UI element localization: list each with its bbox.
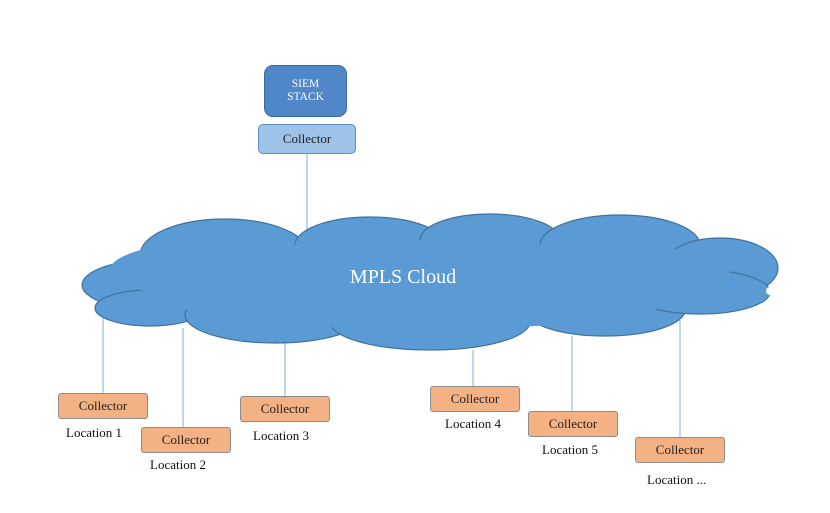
central-collector-label: Collector xyxy=(282,131,332,146)
site-6-collector-box: Collector xyxy=(635,437,725,463)
site-2-collector-label: Collector xyxy=(161,432,211,447)
site-4-collector-box: Collector xyxy=(430,386,520,412)
site-5-location-label: Location 5 xyxy=(542,442,598,457)
site-6-location-label: Location ... xyxy=(647,472,707,487)
site-2-collector-box: Collector xyxy=(141,427,231,453)
site-5-collector-box: Collector xyxy=(528,411,618,437)
siem-stack-box: SIEM STACK xyxy=(264,65,347,117)
site-4-location-label: Location 4 xyxy=(445,416,501,431)
mpls-cloud-fill xyxy=(110,240,730,330)
site-1-collector-label: Collector xyxy=(78,398,128,413)
site-2-location-label: Location 2 xyxy=(150,457,206,472)
site-6-collector-label: Collector xyxy=(655,442,705,457)
site-3-location-label: Location 3 xyxy=(253,428,309,443)
siem-line-2: STACK xyxy=(287,91,324,103)
cloud-edge-notch xyxy=(766,287,774,295)
cloud-label: MPLS Cloud xyxy=(349,266,457,288)
site-3-collector-box: Collector xyxy=(240,396,330,422)
site-4-collector-label: Collector xyxy=(450,391,500,406)
site-1-collector-box: Collector xyxy=(58,393,148,419)
siem-line-1: SIEM xyxy=(291,78,320,90)
site-5-collector-label: Collector xyxy=(548,416,598,431)
site-1-location-label: Location 1 xyxy=(66,425,122,440)
central-collector-box: Collector xyxy=(258,124,356,154)
site-3-collector-label: Collector xyxy=(260,401,310,416)
